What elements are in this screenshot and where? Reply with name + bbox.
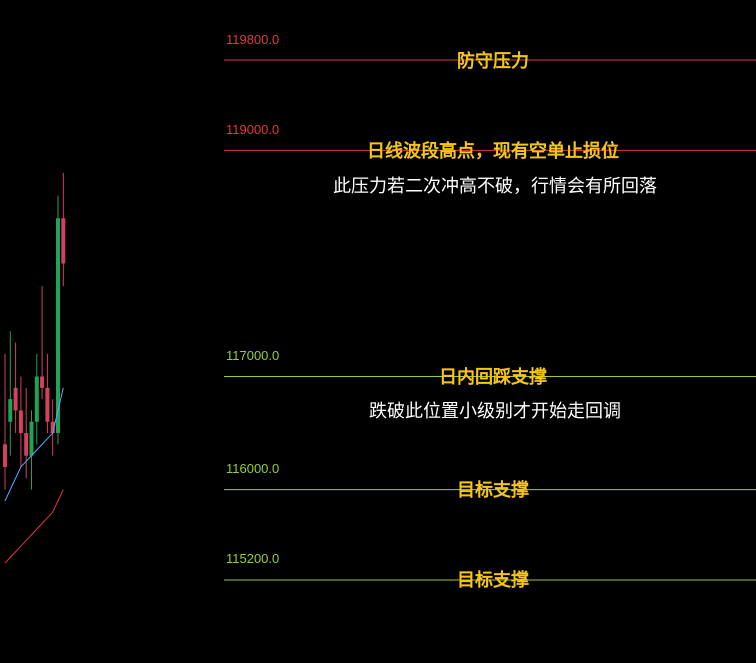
candle xyxy=(24,387,29,479)
candle-body xyxy=(50,421,55,434)
price-label-119800: 119800.0 xyxy=(226,32,280,47)
level-title-119800: 防守压力 xyxy=(457,51,529,72)
candle xyxy=(45,353,50,434)
price-label-119000: 119000.0 xyxy=(226,122,280,137)
candle-body xyxy=(34,376,39,422)
candle xyxy=(29,410,34,490)
candle-body xyxy=(56,218,60,434)
ma-fast-line xyxy=(4,387,64,502)
candle xyxy=(8,331,13,456)
candle xyxy=(56,195,60,445)
candle-body xyxy=(61,218,66,264)
candle xyxy=(50,399,55,456)
price-level-lines xyxy=(224,59,756,581)
candle-body xyxy=(8,399,13,422)
level-title-116000: 目标支撑 xyxy=(457,480,529,501)
level-title-115200: 目标支撑 xyxy=(457,570,529,591)
candle-body xyxy=(45,387,50,422)
level-title-119000: 日线波段高点，现有空单止损位 xyxy=(367,141,619,162)
price-label-116000: 116000.0 xyxy=(226,461,280,476)
level-title-117000: 日内回踩支撑 xyxy=(439,367,547,388)
candle-body xyxy=(13,387,18,411)
price-label-117000: 117000.0 xyxy=(226,348,280,363)
candle-body xyxy=(40,376,45,388)
price-label-115200: 115200.0 xyxy=(226,551,280,566)
ma-slow-line xyxy=(4,489,64,564)
candle-body xyxy=(3,444,7,467)
level-note-119000: 此压力若二次冲高不破，行情会有所回落 xyxy=(333,176,657,197)
level-note-117000: 跌破此位置小级别才开始走回调 xyxy=(369,401,621,422)
candle xyxy=(18,376,23,467)
candle xyxy=(13,342,18,434)
moving-average-lines xyxy=(4,387,64,564)
candle xyxy=(3,353,7,490)
candle xyxy=(40,286,45,400)
candle-body xyxy=(29,421,34,456)
candle xyxy=(34,353,39,445)
candle-body xyxy=(24,433,29,456)
candle-body xyxy=(18,410,23,434)
candlestick-series xyxy=(3,173,66,490)
candle xyxy=(61,173,66,287)
